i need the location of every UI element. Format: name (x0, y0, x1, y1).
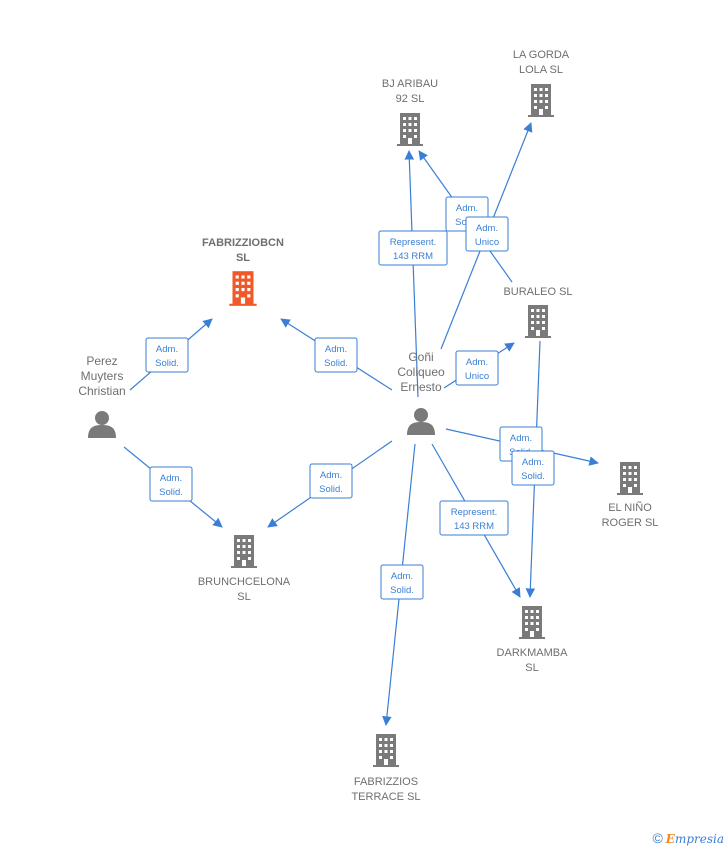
company-node-bj_aribau[interactable]: BJ ARIBAU 92 SL (382, 78, 438, 146)
relation-label-line: Adm. (476, 223, 498, 234)
company-node-buraleo[interactable]: BURALEO SL (503, 286, 573, 338)
relation-label-line: Adm. (160, 473, 182, 484)
company-node-la_gorda[interactable]: LA GORDA LOLA SL (513, 49, 570, 117)
company-name-line: BRUNCHCELONA (198, 576, 291, 588)
relation-label-line: Adm. (466, 357, 488, 368)
building-icon (617, 462, 643, 495)
relation-label-goni-bj_aribau[interactable]: Represent. 143 RRM (378, 230, 448, 266)
brand-logo-letter: E (665, 832, 675, 846)
company-name-line: LA GORDA (513, 49, 570, 61)
relation-label-line: Adm. (391, 571, 413, 582)
company-node-darkmamba[interactable]: DARKMAMBA SL (497, 606, 569, 674)
building-icon (229, 271, 257, 306)
brand-name: mpresia (674, 832, 724, 846)
company-name-line: FABRIZZIOBCN (202, 237, 284, 249)
relation-label-line: Solid. (521, 471, 545, 482)
building-icon (528, 84, 554, 117)
company-name-line: EL NIÑO (608, 501, 652, 514)
relation-label-line: Unico (465, 371, 489, 382)
person-name-line: Ernesto (400, 380, 442, 394)
company-node-fabrizziobcn[interactable]: FABRIZZIOBCN SL (202, 237, 284, 306)
person-name-line: Perez (86, 354, 117, 368)
building-icon (519, 606, 545, 639)
relation-label-line: Solid. (159, 487, 183, 498)
person-icon (407, 408, 435, 435)
relation-label-line: Adm. (522, 457, 544, 468)
relation-label-line: 143 RRM (393, 251, 433, 262)
relation-label-goni-fabrizzios_terrace[interactable]: Adm. Solid. (380, 564, 424, 600)
relation-label-line: Adm. (456, 203, 478, 214)
relation-label-line: Represent. (451, 507, 497, 518)
relation-label-goni-brunchcelona[interactable]: Adm. Solid. (309, 463, 353, 499)
building-icon (525, 305, 551, 338)
company-node-brunchcelona[interactable]: BRUNCHCELONA SL (198, 535, 291, 603)
company-node-fabrizzios_terrace[interactable]: FABRIZZIOS TERRACE SL (351, 734, 421, 803)
relation-label-line: 143 RRM (454, 521, 494, 532)
relation-label-line: Solid. (319, 484, 343, 495)
person-name-line: Muyters (81, 369, 124, 383)
relation-label-line: Represent. (390, 237, 436, 248)
relation-label-line: Solid. (390, 585, 414, 596)
company-name-line: BJ ARIBAU (382, 78, 438, 90)
relation-label-line: Unico (475, 237, 499, 248)
company-name-line: SL (236, 252, 250, 264)
relation-label-line: Solid. (324, 358, 348, 369)
company-name-line: SL (525, 662, 538, 674)
company-name-line: SL (237, 591, 250, 603)
footer-brand: ©Empresia (652, 830, 724, 846)
relation-edge-goni-bj_aribau (404, 150, 419, 398)
copyright-icon: © (652, 830, 663, 846)
company-name-line: DARKMAMBA (497, 647, 569, 659)
company-name-line: BURALEO SL (503, 286, 572, 298)
relation-label-goni-darkmamba[interactable]: Represent. 143 RRM (439, 500, 509, 536)
relation-label-line: Solid. (155, 358, 179, 369)
company-name-line: LOLA SL (519, 64, 563, 76)
relation-label-line: Adm. (320, 470, 342, 481)
company-name-line: ROGER SL (602, 517, 659, 529)
person-name-line: Goñi (408, 350, 433, 364)
building-icon (373, 734, 399, 767)
building-icon (397, 113, 423, 146)
company-name-line: TERRACE SL (351, 791, 420, 803)
relation-label-line: Adm. (510, 433, 532, 444)
company-node-el_nino[interactable]: EL NIÑO ROGER SL (602, 462, 659, 529)
person-icon (88, 411, 116, 438)
relation-label-line: Adm. (156, 344, 178, 355)
relation-label-goni-la_gorda[interactable]: Adm. Unico (465, 216, 509, 252)
person-name-line: Christian (78, 384, 125, 398)
person-name-line: Coliqueo (397, 365, 445, 379)
relation-label-line: Adm. (325, 344, 347, 355)
relation-label-perez-brunchcelona[interactable]: Adm. Solid. (149, 466, 193, 502)
relation-label-goni-buraleo[interactable]: Adm. Unico (455, 350, 499, 386)
relation-label-goni-fabrizziobcn[interactable]: Adm. Solid. (314, 337, 358, 373)
relation-label-perez-fabrizziobcn[interactable]: Adm. Solid. (145, 337, 189, 373)
relation-label-buraleo-darkmamba[interactable]: Adm. Solid. (511, 450, 555, 486)
company-name-line: 92 SL (396, 93, 425, 105)
building-icon (231, 535, 257, 568)
company-name-line: FABRIZZIOS (354, 776, 418, 788)
